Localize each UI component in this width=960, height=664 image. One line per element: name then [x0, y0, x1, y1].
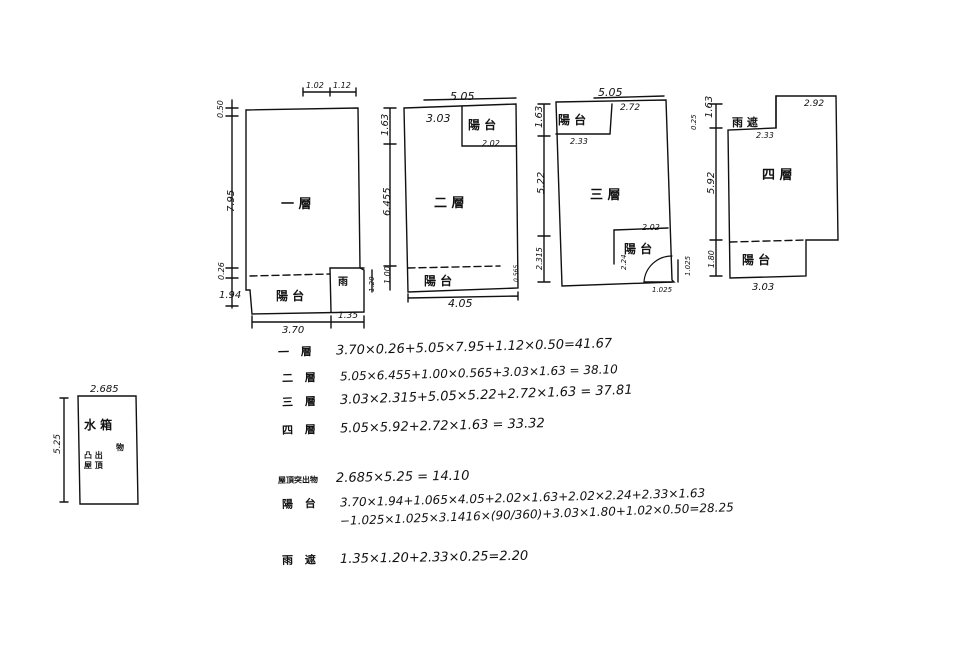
- calc-label: [282, 525, 340, 527]
- floor-3-balcony-label: 陽 台: [624, 241, 652, 256]
- dim-f2-left-a: 1.63: [380, 114, 391, 136]
- floor-1-rain-label: 雨: [338, 276, 348, 288]
- floor-2-balcony-label: 陽 台: [424, 273, 452, 288]
- dim-f4-top-r: 2.92: [804, 99, 824, 109]
- dim-f3-top-r: 2.72: [620, 103, 640, 113]
- floor-3-label: 三 層: [590, 188, 621, 203]
- calc-label: 一 層: [277, 345, 317, 359]
- dim-f3-top: 5.05: [598, 86, 623, 99]
- dim-f4-bottom: 3.03: [752, 282, 774, 293]
- dim-f4-left-b: 5.92: [706, 172, 717, 194]
- dim-f1-bottom: 3.70: [282, 325, 304, 336]
- tower-label: 水 箱: [84, 417, 112, 432]
- dim-f1-left-c: 1.94: [219, 290, 241, 301]
- floor-4-balcony-label: 陽 台: [742, 252, 770, 267]
- calc-label: 屋頂突出物: [277, 475, 319, 485]
- floor-1-balcony-label: 陽 台: [276, 288, 304, 303]
- roof-tower-plan: [59, 395, 139, 505]
- dim-f1-top-a: 1.02: [306, 81, 324, 90]
- dim-tower-top: 2.685: [90, 384, 119, 395]
- dim-f3-left-c: 2.315: [535, 247, 544, 270]
- tower-sub-b: 物: [116, 442, 124, 452]
- dim-f1-left-b: 0.26: [217, 262, 226, 280]
- tower-sub-c: 屋 頂: [84, 460, 104, 470]
- dim-f3-side-r: 2.24: [620, 254, 628, 270]
- floor-4-plan: [709, 95, 839, 279]
- dim-f1-left-main: 7.95: [226, 190, 237, 212]
- dim-f3-arc-a: 1.025: [652, 286, 673, 294]
- floor-1-plan: [225, 87, 373, 329]
- dim-f4-left-top: 0.25: [690, 114, 698, 130]
- floor-1-label: 一 層: [281, 197, 312, 212]
- dim-f2-left-b: 6.455: [382, 187, 393, 216]
- dim-f3-inner-w: 2.33: [570, 137, 588, 146]
- dim-f3-left-a: 1.63: [534, 106, 545, 128]
- dim-f1-top-b: 1.12: [333, 81, 351, 90]
- dim-f4-inner-w: 2.33: [756, 131, 774, 140]
- dim-f1-side: 1.20: [368, 276, 376, 292]
- calc-label: 二 層: [281, 371, 321, 385]
- dim-f2-inner-w: 2.02: [482, 139, 500, 148]
- floor-4-label: 四 層: [762, 168, 793, 183]
- floor-3-inner-balcony: 陽 台: [558, 112, 586, 127]
- tower-sub-a: 凸 出: [84, 450, 103, 460]
- floor-2-plan: [383, 97, 519, 303]
- dim-f2-bottom: 4.05: [448, 297, 473, 310]
- dim-f2-top: 5.05: [450, 90, 475, 103]
- calc-label: 雨 遮: [281, 553, 320, 567]
- dim-tower-left: 5.25: [53, 434, 63, 454]
- dim-f3-left-b: 5.22: [536, 172, 547, 194]
- dim-f2-right-small: 0.565: [513, 265, 520, 282]
- dim-f4-left-c: 1.80: [707, 250, 716, 268]
- dim-f1-bottom-r: 1.35: [338, 311, 358, 321]
- floor-2-label: 二 層: [434, 196, 465, 211]
- floor-4-rain-label: 雨 遮: [732, 115, 758, 129]
- calc-label: 三 層: [281, 394, 321, 409]
- dim-f4-left-a: 1.63: [704, 96, 715, 118]
- floor-3-plan: [537, 95, 679, 287]
- dim-f2-left-c: 1.00: [383, 266, 392, 284]
- dim-f3-arc-b: 1.025: [684, 255, 692, 276]
- calc-formula: 2.685×5.25 = 14.10: [335, 468, 470, 486]
- dim-f1-left-top: 0.50: [216, 100, 225, 118]
- calc-label: 陽 台: [281, 497, 321, 511]
- dim-f3-inner-r: 2.02: [642, 223, 660, 232]
- dim-f2-inner-top: 3.03: [426, 112, 451, 125]
- floor-2-inner-balcony: 陽 台: [468, 117, 496, 132]
- calc-label: 四 層: [281, 423, 321, 437]
